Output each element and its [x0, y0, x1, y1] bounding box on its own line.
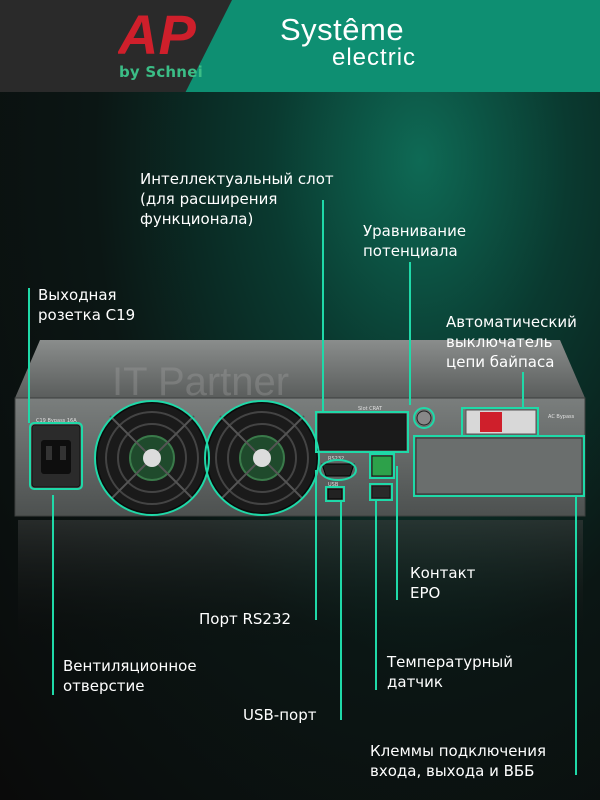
watermark: IT Partner	[112, 360, 290, 404]
by-schneider-text: by Schnei	[119, 63, 203, 81]
brand-header: AP by Schnei Systême electric	[0, 0, 600, 92]
epo-contact	[371, 455, 393, 477]
apc-logo-text: AP	[118, 8, 196, 58]
c19-outlet-socket	[41, 440, 71, 474]
floor-reflection	[18, 520, 583, 650]
temperature-sensor-port	[371, 485, 391, 499]
chassis-top	[15, 340, 585, 398]
systeme-logo-line2: electric	[332, 44, 417, 71]
label-outlet: Выходная розетка C19	[38, 286, 136, 324]
smart-slot	[317, 413, 407, 451]
label-smart-slot: Интеллектуальный слот (для расширения фу…	[140, 170, 334, 228]
rs232-port	[321, 463, 355, 477]
label-epo: Контакт EPO	[410, 564, 476, 602]
label-rs232: Порт RS232	[199, 610, 292, 628]
rs232-panel-label: RS232	[328, 456, 344, 462]
label-temp-sensor: Температурный датчик	[387, 653, 513, 691]
fan-left	[94, 400, 210, 516]
bypass-breaker	[480, 412, 502, 432]
c19-pin-right	[60, 446, 66, 460]
terminal-cover	[415, 437, 583, 495]
callout-lines	[28, 200, 577, 775]
label-bypass-breaker: Автоматический выключатель цепи байпаса	[446, 313, 577, 371]
header-dark-stripe	[0, 0, 232, 92]
outlet-panel-label: C19 Bypass 16A	[36, 418, 77, 424]
fan-right	[204, 400, 320, 516]
highlight-outlines	[29, 400, 585, 516]
usb-panel-label: USB	[328, 482, 339, 488]
systeme-logo-line1: Systême	[280, 12, 405, 47]
usb-port	[327, 488, 343, 500]
systeme-electric-logo: Systême electric	[280, 14, 416, 70]
bypass-panel-label: AC Bypass	[548, 414, 575, 420]
label-equipotential: Уравнивание потенциала	[363, 222, 467, 260]
label-terminals: Клеммы подключения входа, выхода и ВББ	[370, 742, 547, 780]
smart-slot-panel-label: Slot CRAT	[358, 406, 383, 412]
equipotential-screw	[416, 410, 432, 426]
c19-pin-left	[46, 446, 52, 460]
apc-logo-icon: AP	[118, 8, 196, 58]
label-usb: USB-порт	[243, 706, 317, 724]
label-vent: Вентиляционное отверстие	[63, 657, 197, 695]
